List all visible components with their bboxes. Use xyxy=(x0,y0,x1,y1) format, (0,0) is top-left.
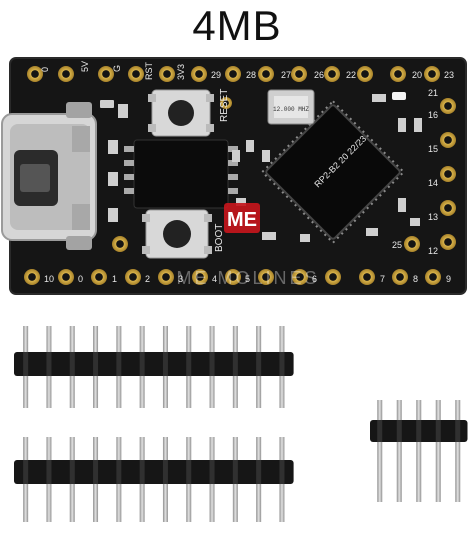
top-pads xyxy=(27,66,440,82)
header-pin-segment xyxy=(139,352,145,376)
crystal-oscillator: 12.000 MHZ xyxy=(267,89,315,125)
header-pin-segment xyxy=(93,460,99,484)
pin-label: 3 xyxy=(178,274,183,284)
header-pin-segment xyxy=(279,352,285,376)
header-pin-segment xyxy=(162,352,168,376)
pin-label: 25 xyxy=(392,240,402,250)
svg-text:ME: ME xyxy=(227,209,257,231)
pin-label: 10 xyxy=(44,274,54,284)
header-pin-segment xyxy=(116,352,122,376)
pin-label: 22 xyxy=(346,70,356,80)
pin-label: 7 xyxy=(380,274,385,284)
header-pin-segment xyxy=(377,420,383,442)
header-pin-segment xyxy=(209,352,215,376)
pin-label: 29 xyxy=(211,70,221,80)
bottom-pin-labels: 10 0 1 2 3 4 5 6 7 8 9 xyxy=(44,274,451,284)
inner-pad xyxy=(220,97,232,109)
pin-label: 21 xyxy=(428,88,438,98)
pin-label: 4 xyxy=(212,274,217,284)
header-pin xyxy=(435,400,441,502)
header-pin-segment xyxy=(209,460,215,484)
bottom-pads xyxy=(24,269,441,285)
pcb-board: RP2-B2 20 22/23 12.000 MHZ xyxy=(1,57,467,295)
boot-button xyxy=(142,209,212,259)
smd-components xyxy=(100,94,422,242)
inner-pad xyxy=(404,236,420,252)
pin-label: 12 xyxy=(428,246,438,256)
header-pin xyxy=(396,400,402,502)
header-pin-segment xyxy=(186,352,192,376)
header-pin-segment xyxy=(69,352,75,376)
pin-label: 1 xyxy=(112,274,117,284)
reset-silk: RESET xyxy=(219,89,230,122)
reset-button xyxy=(148,89,214,137)
right-pads xyxy=(440,98,456,250)
pin-label: G xyxy=(112,65,122,72)
right-pin-labels: 21 16 15 14 13 12 25 xyxy=(392,88,438,256)
header-plastic-bar xyxy=(14,352,294,376)
header-pin-segment xyxy=(396,420,402,442)
pin-label: 26 xyxy=(314,70,324,80)
crystal-label: 12.000 MHZ xyxy=(273,106,309,113)
pin-label: 16 xyxy=(428,110,438,120)
pin-label: 8 xyxy=(413,274,418,284)
pin-label: 0 xyxy=(78,274,83,284)
header-pin-segment xyxy=(23,352,29,376)
pin-label: 6 xyxy=(312,274,317,284)
pin-label: 9 xyxy=(446,274,451,284)
header-pin-segment xyxy=(23,460,29,484)
header-pin-segment xyxy=(46,460,52,484)
header-pin-segment xyxy=(256,352,262,376)
me-logo: ME xyxy=(224,203,260,233)
top-pin-labels: 0 5V G RST 3V3 29 28 27 26 22 20 23 xyxy=(40,61,454,80)
header-pin-segment xyxy=(232,352,238,376)
header-pin-segment xyxy=(69,460,75,484)
inner-pad xyxy=(112,236,128,252)
pin-label: 27 xyxy=(281,70,291,80)
pin-label: 15 xyxy=(428,144,438,154)
pin-label: 3V3 xyxy=(176,64,186,80)
boot-silk: BOOT xyxy=(214,224,225,252)
pin-label: 5V xyxy=(80,61,90,72)
header-pin-segment xyxy=(93,352,99,376)
header-pin-segment xyxy=(162,460,168,484)
led xyxy=(392,92,406,100)
header-pin-segment xyxy=(416,420,422,442)
watermark-text: ME MOLINES xyxy=(176,268,319,288)
pin-label: 28 xyxy=(246,70,256,80)
pin-header-12-top xyxy=(14,326,294,408)
pin-label: 20 xyxy=(412,70,422,80)
pin-label: RST xyxy=(144,61,154,80)
header-pin xyxy=(377,400,383,502)
pin-label: 5 xyxy=(245,274,250,284)
header-pin-segment xyxy=(279,460,285,484)
header-pin-segment xyxy=(455,420,461,442)
header-pin xyxy=(455,400,461,502)
header-pin-segment xyxy=(46,352,52,376)
pin-header-12-bottom xyxy=(14,437,294,522)
header-pin xyxy=(416,400,422,502)
header-pin-segment xyxy=(116,460,122,484)
pin-label: 0 xyxy=(40,67,50,72)
rp2040-chip xyxy=(260,99,406,245)
header-pin-segment xyxy=(435,420,441,442)
pin-headers xyxy=(14,326,468,522)
pin-label: 14 xyxy=(428,178,438,188)
header-pin-segment xyxy=(232,460,238,484)
pin-label: 13 xyxy=(428,212,438,222)
pin-label: 2 xyxy=(145,274,150,284)
pin-label: 23 xyxy=(444,70,454,80)
header-plastic-bar xyxy=(14,460,294,484)
header-pin-segment xyxy=(256,460,262,484)
pin-header-5 xyxy=(370,400,468,502)
product-title: 4MB xyxy=(192,2,282,49)
flash-chip xyxy=(124,139,238,209)
header-pin-segment xyxy=(186,460,192,484)
usb-c-connector xyxy=(1,102,97,250)
header-pin-segment xyxy=(139,460,145,484)
